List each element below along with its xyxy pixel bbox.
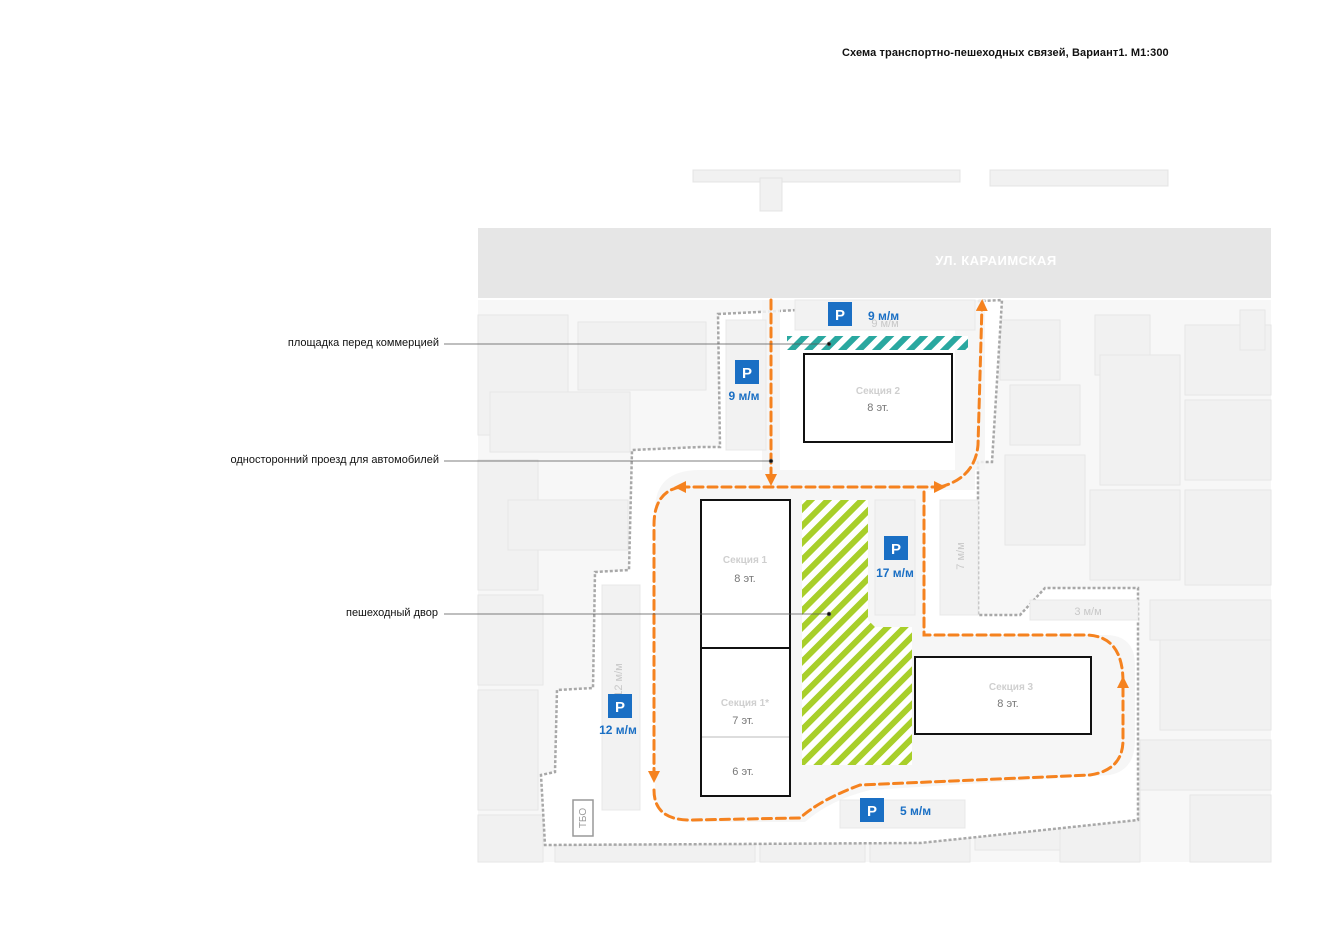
- parking-icon: P: [867, 803, 877, 820]
- parking-marker-south: P 5 м/м: [860, 798, 931, 822]
- route-exit-north: [938, 299, 988, 489]
- traffic-route: [648, 298, 1129, 822]
- route-south-loop: [652, 676, 1129, 822]
- route-east-return: [922, 488, 1125, 684]
- section-1a-floors: 7 эт.: [732, 715, 753, 727]
- ghost-label-north: 9 м/м: [871, 318, 898, 330]
- diagram-title: Схема транспортно-пешеходных связей, Вар…: [842, 47, 1169, 59]
- parking-icon: P: [835, 307, 845, 324]
- parking-icon: P: [742, 365, 752, 382]
- section-2-floors: 8 эт.: [867, 402, 888, 414]
- building-section-3: Секция 3 8 эт.: [914, 656, 1092, 735]
- parking-icon: P: [615, 699, 625, 716]
- tbo-waste-area: ТБО: [572, 799, 594, 837]
- callout-commerce-area: площадка перед коммерцией: [287, 337, 439, 349]
- parking-west-upper-count: 9 м/м: [728, 389, 759, 403]
- street-label: УЛ. КАРАИМСКАЯ: [935, 253, 1056, 268]
- section-3-name: Секция 3: [989, 682, 1034, 693]
- callout-one-way-drive: односторонний проезд для автомобилей: [230, 454, 439, 466]
- section-2-name: Секция 2: [856, 386, 901, 397]
- callout-pedestrian-yard: пешеходный двор: [345, 607, 438, 619]
- ghost-label-east-lower: 3 м/м: [1074, 606, 1101, 618]
- parking-marker-west-upper: P 9 м/м: [728, 360, 760, 403]
- commerce-area-hatch: [787, 336, 968, 350]
- building-section-1: Секция 1 8 эт.: [700, 499, 791, 649]
- ghost-label-west-lower: 12 м/м: [613, 663, 625, 696]
- parking-marker-center: P 17 м/м: [876, 536, 914, 580]
- parking-south-count: 5 м/м: [900, 804, 931, 818]
- parking-marker-north: P 9 м/м: [828, 302, 899, 326]
- parking-north-count: 9 м/м: [868, 309, 899, 323]
- section-1b-floors: 6 эт.: [732, 766, 753, 778]
- parking-marker-west-lower: P 12 м/м: [599, 694, 637, 737]
- section-1a-name: Секция 1*: [721, 698, 769, 709]
- street: [478, 228, 1271, 298]
- ghost-label-east: 7 м/м: [955, 542, 967, 569]
- section-1-floors: 8 эт.: [734, 573, 755, 585]
- callout-leaders: [444, 341, 832, 617]
- section-1-name: Секция 1: [723, 555, 768, 566]
- pedestrian-yard-hatch: [802, 500, 912, 765]
- tbo-label: ТБО: [578, 808, 589, 829]
- building-section-2: Секция 2 8 эт.: [803, 353, 953, 443]
- building-section-1a: Секция 1* 7 эт. 6 эт.: [700, 647, 791, 797]
- section-3-floors: 8 эт.: [997, 698, 1018, 710]
- parking-icon: P: [891, 541, 901, 558]
- parking-center-count: 17 м/м: [876, 566, 914, 580]
- parking-west-lower-count: 12 м/м: [599, 723, 637, 737]
- route-west-down: [648, 485, 682, 783]
